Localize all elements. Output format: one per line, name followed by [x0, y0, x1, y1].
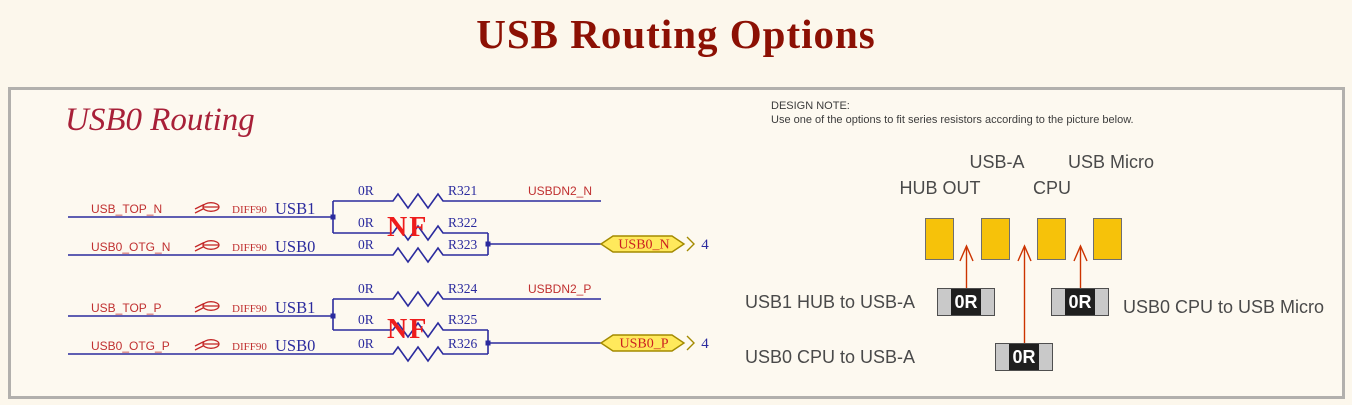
chip-cap	[1039, 344, 1052, 370]
wire-r324	[333, 290, 601, 308]
resistor-ref: R323	[448, 237, 478, 252]
net-label: USB_TOP_N	[91, 202, 162, 216]
no-fit-flag: NF	[387, 212, 428, 243]
wires-p-group	[68, 290, 601, 363]
option-arrows	[959, 244, 1088, 343]
resistor-ref: R326	[448, 336, 478, 351]
bus-label: USB0	[275, 237, 315, 256]
chip-resistor-usb1-hub-to-usb-a: 0R	[937, 288, 995, 316]
net-label: USB_TOP_P	[91, 301, 161, 315]
chip-cap	[1095, 289, 1108, 315]
port-label: USB0_P	[619, 337, 668, 352]
usb0-routing-panel: USB0 Routing	[8, 87, 1345, 399]
wire-r321	[333, 192, 601, 210]
design-note: DESIGN NOTE: Use one of the options to f…	[771, 99, 1134, 127]
resistor-value: 0R	[358, 281, 374, 296]
chip-resistor-usb0-cpu-to-usb-a: 0R	[995, 343, 1053, 371]
connector-pad-cpu	[1037, 218, 1066, 260]
design-note-heading: DESIGN NOTE:	[771, 100, 850, 112]
arrow-up-icon	[959, 244, 974, 288]
resistor-value: 0R	[358, 237, 374, 252]
net-label: USB0_OTG_P	[91, 339, 170, 353]
chip-cap	[938, 289, 951, 315]
chip-cap	[1052, 289, 1065, 315]
junction-dot	[330, 313, 336, 319]
option-label-usb0-cpu-to-usb-a: USB0 CPU to USB-A	[745, 347, 916, 367]
junction-dot	[330, 214, 336, 220]
chip-cap	[996, 344, 1009, 370]
junction-dot	[485, 241, 491, 247]
wire-r325	[333, 321, 488, 339]
sheet-entry-number: 4	[701, 237, 709, 253]
stub-net-label: USBDN2_N	[528, 184, 592, 198]
wires-n-group	[68, 192, 601, 264]
junction-dot	[485, 340, 491, 346]
sheet-entry-number: 4	[701, 336, 709, 352]
connector-pad-hub-out	[925, 218, 954, 260]
resistor-ref: R321	[448, 183, 477, 198]
chip-value: 0R	[1009, 344, 1039, 370]
option-label-usb0-cpu-to-usb-micro: USB0 CPU to USB Micro	[1123, 297, 1325, 317]
usb0-schematic: USB_TOP_N DIFF90 USB1 USB0_OTG_N DIFF90 …	[68, 183, 709, 363]
bus-label: USB1	[275, 199, 315, 218]
directive-label: DIFF90	[232, 303, 267, 315]
wire-usb0-otg-n-r323	[68, 246, 488, 264]
connector-pad-usb-a	[981, 218, 1010, 260]
section-heading: USB0 Routing	[65, 102, 255, 138]
resistor-value: 0R	[358, 312, 374, 327]
resistor-value: 0R	[358, 336, 374, 351]
connector-pad-usb-micro	[1093, 218, 1122, 260]
directive-label: DIFF90	[232, 242, 267, 254]
connector-label-usb-micro: USB Micro	[1067, 152, 1155, 172]
bus-label: USB1	[275, 298, 315, 317]
harness-port-usb0-p: USB0_P 4	[599, 334, 709, 352]
resistor-ref: R324	[448, 281, 478, 296]
page-title: USB Routing Options	[476, 11, 876, 57]
chip-resistor-usb0-cpu-to-usb-micro: 0R	[1051, 288, 1109, 316]
directive-label: DIFF90	[232, 341, 267, 353]
design-note-body: Use one of the options to fit series res…	[771, 114, 1134, 126]
resistor-value: 0R	[358, 183, 374, 198]
diffpair-directive-icon	[194, 202, 220, 214]
diffpair-directive-icon	[194, 339, 220, 351]
arrow-up-icon	[1017, 244, 1032, 343]
chip-cap	[981, 289, 994, 315]
resistor-ref: R322	[448, 215, 477, 230]
arrow-up-icon	[1073, 244, 1088, 288]
diffpair-directive-icon	[194, 240, 220, 252]
net-label: USB0_OTG_N	[91, 240, 170, 254]
bus-label: USB0	[275, 336, 315, 355]
chip-value: 0R	[1065, 289, 1095, 315]
resistor-ref: R325	[448, 312, 478, 327]
option-label-usb1-hub-to-usb-a: USB1 HUB to USB-A	[745, 292, 916, 312]
resistor-value: 0R	[358, 215, 374, 230]
stub-net-label: USBDN2_P	[528, 282, 591, 296]
chip-value: 0R	[951, 289, 981, 315]
port-label: USB0_N	[618, 238, 669, 253]
no-fit-flag: NF	[387, 314, 428, 345]
connector-label-hub-out: HUB OUT	[899, 178, 981, 198]
wire-r322	[333, 224, 488, 242]
connector-label-cpu: CPU	[1032, 178, 1072, 198]
directive-label: DIFF90	[232, 204, 267, 216]
diffpair-directive-icon	[194, 301, 220, 313]
harness-port-usb0-n: USB0_N 4	[599, 235, 709, 253]
connector-label-usb-a: USB-A	[969, 152, 1025, 172]
wire-usb0-otg-p-r326	[68, 345, 488, 363]
